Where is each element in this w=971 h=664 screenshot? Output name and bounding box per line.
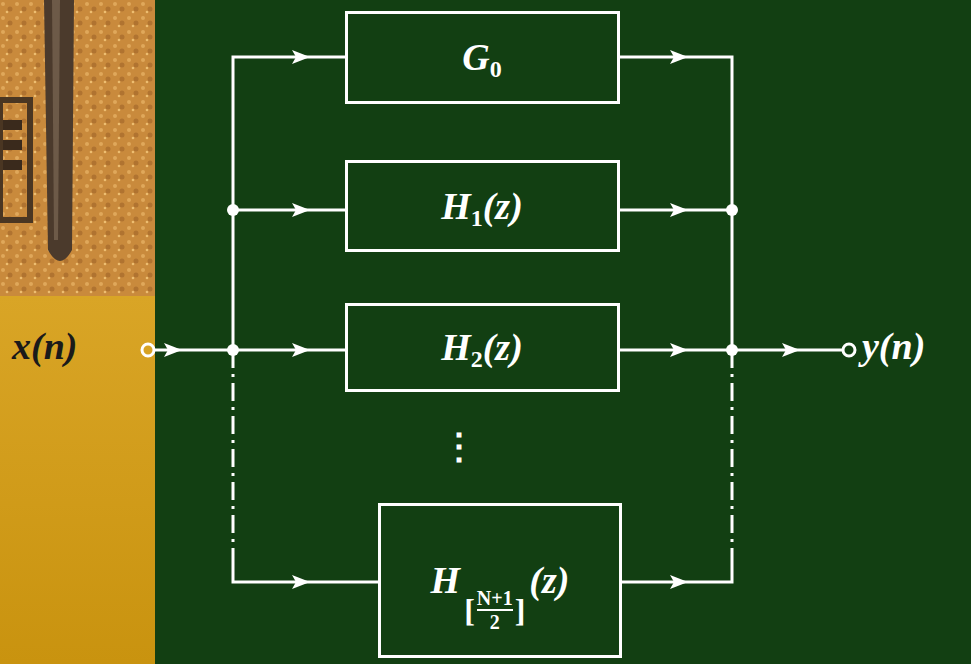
box-text: H xyxy=(441,325,471,369)
key-shine xyxy=(52,0,60,240)
box-text: (z) xyxy=(483,325,523,369)
fraction: N+12 xyxy=(477,587,513,633)
key-plate xyxy=(0,100,30,220)
box-text: (z) xyxy=(529,558,569,602)
photo-ground xyxy=(0,0,155,296)
box-content: H[N+12](z) xyxy=(431,557,570,603)
box-content: H1(z) xyxy=(441,184,523,228)
gold-band xyxy=(0,296,155,664)
key-tooth xyxy=(0,140,22,150)
fraction-bar xyxy=(477,609,513,611)
filter-box: H[N+12](z) xyxy=(378,503,622,658)
box-text: H xyxy=(431,558,461,602)
box-text: 2 xyxy=(490,611,500,633)
box-content: H2(z) xyxy=(441,325,523,369)
filter-box: H2(z) xyxy=(345,303,620,392)
ellipsis-dots: ⋮ xyxy=(441,428,477,468)
key-tooth xyxy=(0,120,22,130)
input-signal: x(n) xyxy=(12,326,77,368)
key-rod xyxy=(44,0,74,261)
box-text: (z) xyxy=(483,184,523,228)
subscript-group: [N+12] xyxy=(464,587,525,633)
box-text: [ xyxy=(464,592,475,629)
box-text: ] xyxy=(515,592,526,629)
output-signal: y(n) xyxy=(862,326,925,368)
box-text: H xyxy=(441,184,471,228)
box-text: 0 xyxy=(490,56,502,83)
box-text: 2 xyxy=(471,346,483,373)
key-tooth xyxy=(0,160,22,170)
filter-box: G0 xyxy=(345,11,620,104)
box-text: G xyxy=(462,35,489,79)
box-text: N+1 xyxy=(477,587,513,609)
box-content: G0 xyxy=(462,35,501,79)
box-text: 1 xyxy=(471,205,483,232)
filter-box: H1(z) xyxy=(345,160,620,252)
